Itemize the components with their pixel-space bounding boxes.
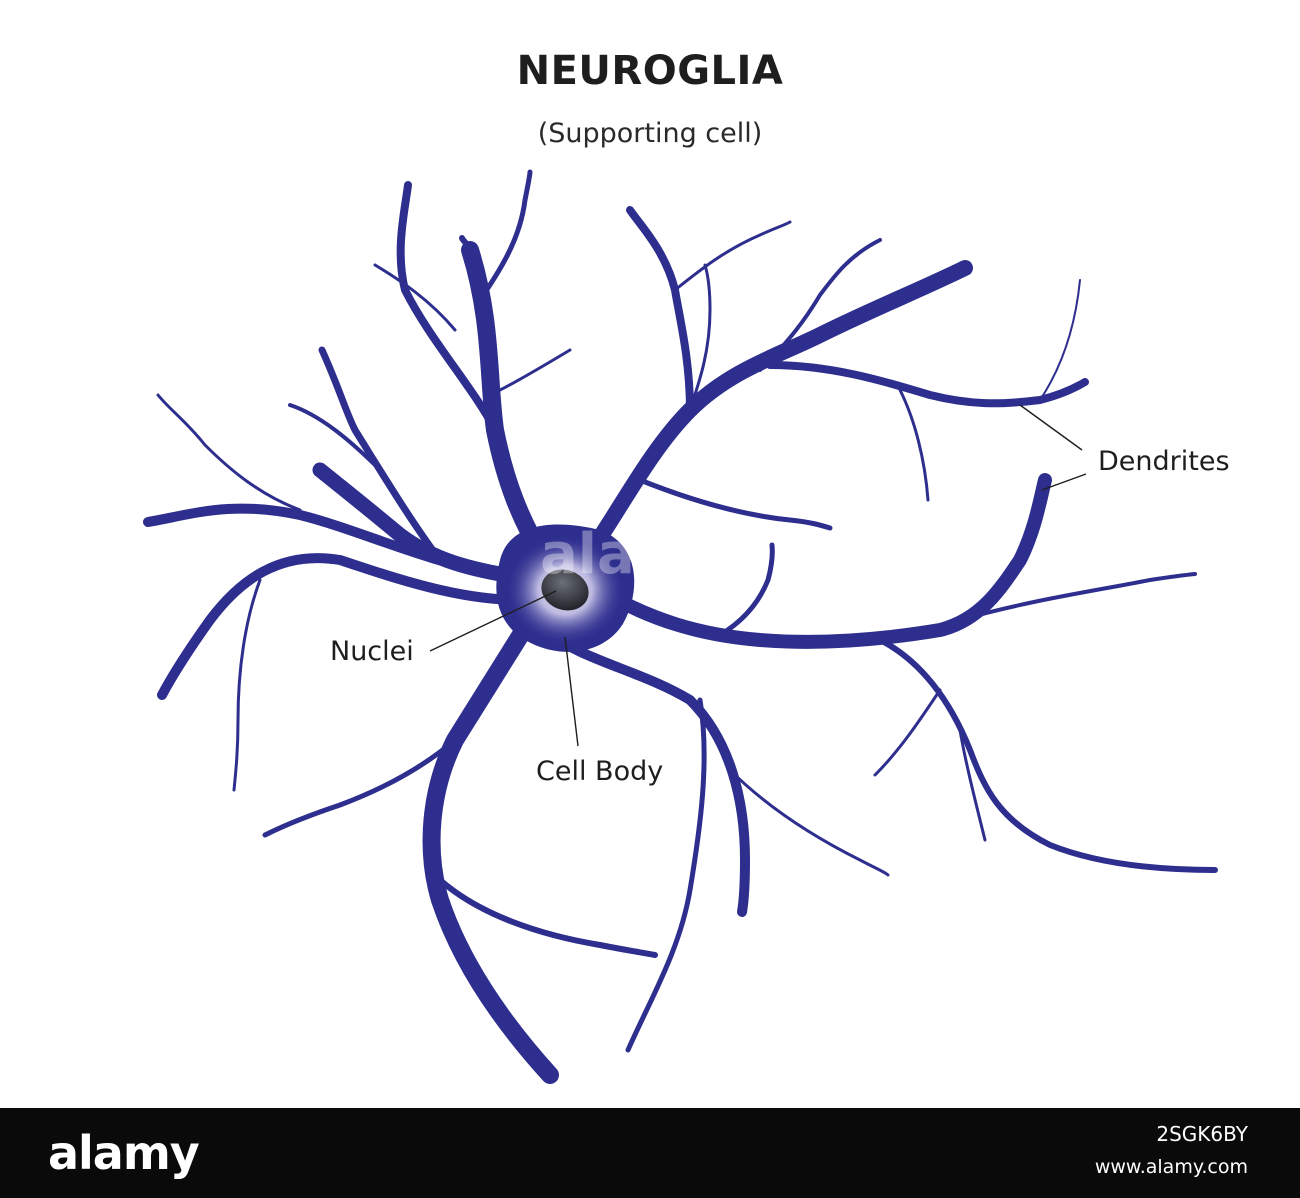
dendrite-upper-right	[577, 206, 1089, 568]
nucleus	[541, 569, 589, 611]
stock-footer: alamy 2SGK6BY www.alamy.com	[0, 1108, 1300, 1198]
leader-line-dendrites-lower	[1041, 473, 1087, 491]
dendrite-lower	[262, 611, 890, 1084]
label-nuclei: Nuclei	[330, 636, 414, 667]
leader-line-dendrites-upper	[1019, 404, 1083, 451]
dendrite-lower-left	[157, 553, 525, 792]
dendrite-left	[143, 346, 538, 588]
dendrites	[143, 169, 1218, 1084]
dendrite-right	[593, 473, 1218, 873]
diagram-subtitle: (Supporting cell)	[537, 118, 763, 149]
leader-line-nuclei	[429, 590, 557, 652]
diagram-title: NEUROGLIA	[516, 48, 784, 94]
label-cell-body: Cell Body	[536, 756, 664, 787]
dendrite-upper-left	[373, 169, 572, 569]
stock-url: www.alamy.com	[1094, 1156, 1248, 1178]
image-id: 2SGK6BY	[1156, 1122, 1248, 1146]
alamy-logo: alamy	[48, 1126, 200, 1180]
leader-line-cell-body	[564, 636, 579, 747]
leader-lines	[429, 404, 1087, 747]
label-dendrites: Dendrites	[1098, 446, 1230, 477]
neuroglia-diagram	[143, 169, 1218, 1084]
